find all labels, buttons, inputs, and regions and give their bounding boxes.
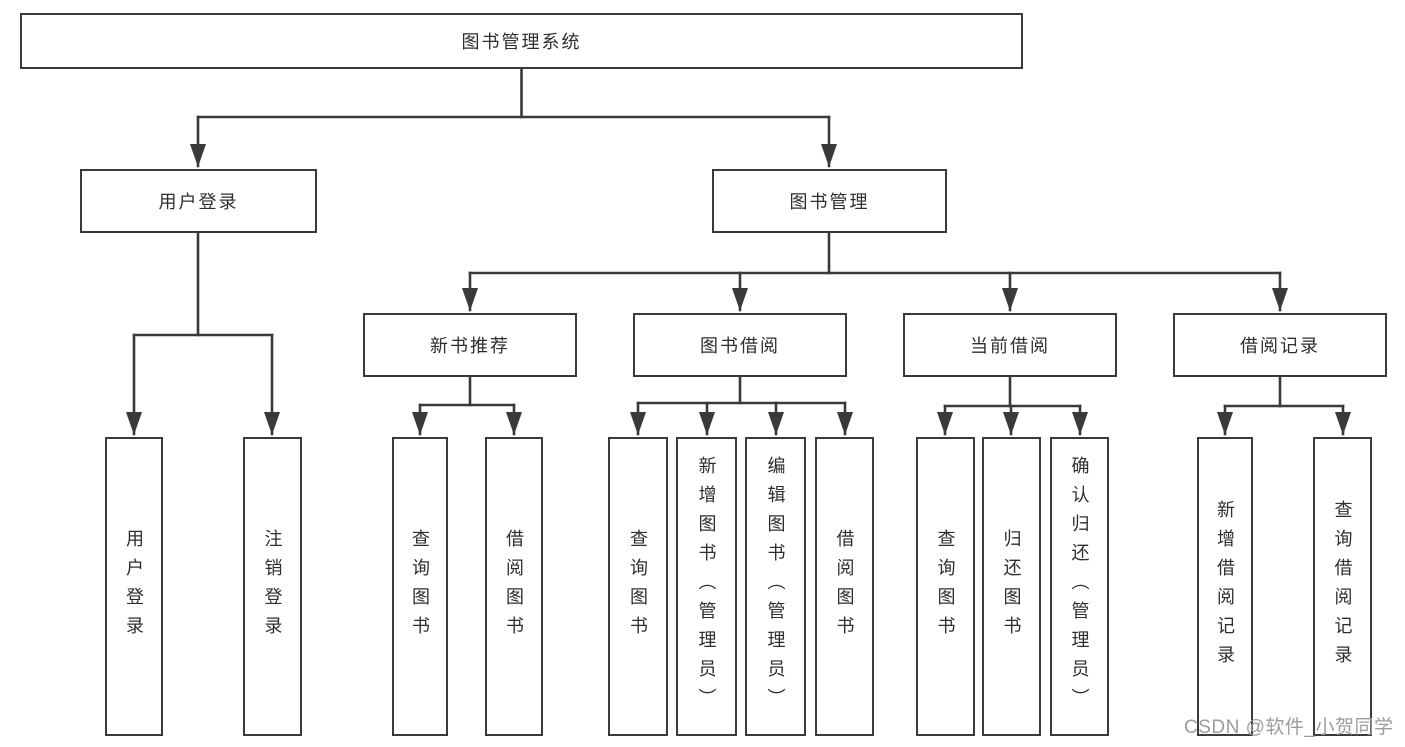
leaf-borrowing-query-book: 查询图书 [608, 437, 668, 736]
leaf-records-query-record: 查询借阅记录 [1313, 437, 1372, 736]
node-book-borrowing: 图书借阅 [633, 313, 847, 377]
node-current-borrowing: 当前借阅 [903, 313, 1117, 377]
node-borrowing-records: 借阅记录 [1173, 313, 1387, 377]
connector-borrow-records-children [1217, 375, 1351, 436]
node-new-book-recommendation: 新书推荐 [363, 313, 577, 377]
leaf-user-login: 用户登录 [105, 437, 163, 736]
leaf-recommend-borrow-book: 借阅图书 [485, 437, 543, 736]
connector-book-borrow-children [630, 375, 853, 436]
leaf-logout: 注销登录 [243, 437, 302, 736]
connector-new-book-rec-children [412, 375, 522, 436]
node-book-management: 图书管理 [712, 169, 947, 233]
leaf-records-add-record: 新增借阅记录 [1197, 437, 1253, 736]
connector-root-to-level2 [190, 65, 837, 168]
leaf-borrowing-add-book-admin: 新增图书（管理员） [676, 437, 737, 736]
connector-book-mgmt-children [462, 231, 1288, 312]
leaf-current-return-book: 归还图书 [982, 437, 1041, 736]
connector-user-login-children [126, 231, 280, 436]
csdn-watermark: CSDN @软件_小贺同学 [1184, 717, 1394, 738]
connector-current-borrow-children [937, 375, 1088, 436]
leaf-current-query-book: 查询图书 [916, 437, 975, 736]
node-library-management-system: 图书管理系统 [20, 13, 1023, 69]
leaf-borrowing-borrow-book: 借阅图书 [815, 437, 874, 736]
node-user-login: 用户登录 [80, 169, 317, 233]
leaf-current-confirm-return-admin: 确认归还（管理员） [1050, 437, 1109, 736]
leaf-borrowing-edit-book-admin: 编辑图书（管理员） [745, 437, 806, 736]
leaf-recommend-query-book: 查询图书 [392, 437, 448, 736]
